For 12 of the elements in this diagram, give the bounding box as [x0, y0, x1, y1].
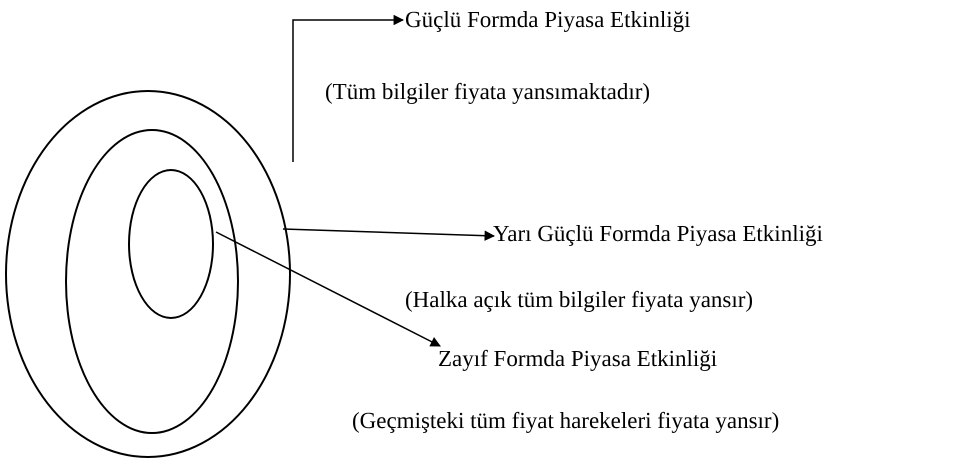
ellipse-ring: [5, 90, 291, 458]
leader-arrow: [292, 14, 404, 162]
leader-arrow: [216, 231, 441, 347]
heading-label: Güçlü Formda Piyasa Etkinliği: [405, 6, 691, 34]
heading-label: Zayıf Formda Piyasa Etkinliği: [438, 345, 718, 373]
leader-arrow: [282, 228, 496, 241]
ellipse-ring: [65, 129, 239, 434]
ellipse-ring: [128, 169, 214, 319]
heading-label: Yarı Güçlü Formda Piyasa Etkinliği: [493, 220, 823, 248]
description-text: (Tüm bilgiler fiyata yansımaktadır): [325, 78, 650, 106]
description-text: (Halka açık tüm bilgiler fiyata yansır): [405, 286, 754, 314]
description-text: (Geçmişteki tüm fiyat harekeleri fiyata yansır): [352, 407, 780, 435]
